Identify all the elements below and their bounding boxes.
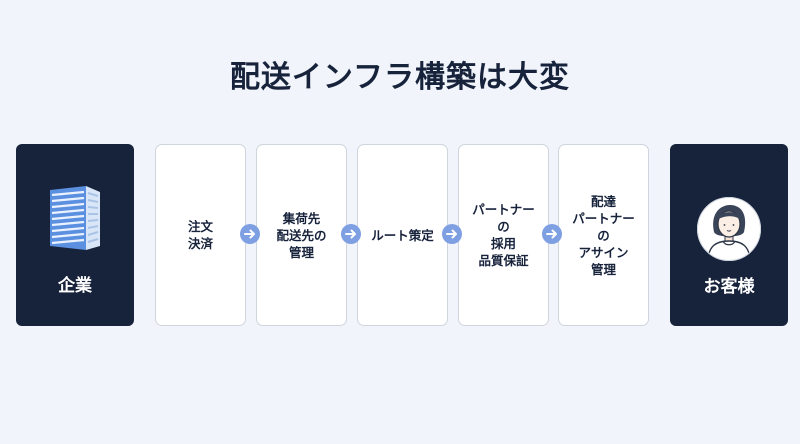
company-label: 企業 — [58, 276, 92, 296]
arrow-right-icon — [542, 224, 562, 244]
step-text: 配達 パートナー の アサイン 管理 — [572, 193, 635, 277]
step-order-payment: 注文 決済 — [155, 144, 246, 326]
arrow-right-icon — [341, 224, 361, 244]
customer-box: お客様 — [670, 144, 788, 326]
company-box: 企業 — [16, 144, 134, 326]
step-partner-hiring: パートナー の 採用 品質保証 — [458, 144, 549, 326]
page-title: 配送インフラ構築は大変 — [229, 60, 571, 95]
step-text: パートナー の 採用 品質保証 — [472, 202, 535, 268]
person-avatar-icon — [670, 196, 788, 262]
step-delivery-assignment: 配達 パートナー の アサイン 管理 — [558, 144, 649, 326]
arrow-right-icon — [240, 224, 260, 244]
step-text: 集荷先 配送先の 管理 — [276, 210, 327, 260]
step-route-planning: ルート策定 — [357, 144, 448, 326]
step-text: ルート策定 — [371, 227, 434, 243]
arrow-right-icon — [442, 224, 462, 244]
step-text: 注文 決済 — [187, 219, 213, 251]
step-address-management: 集荷先 配送先の 管理 — [256, 144, 347, 326]
customer-label: お客様 — [703, 277, 755, 297]
building-icon — [16, 184, 134, 250]
